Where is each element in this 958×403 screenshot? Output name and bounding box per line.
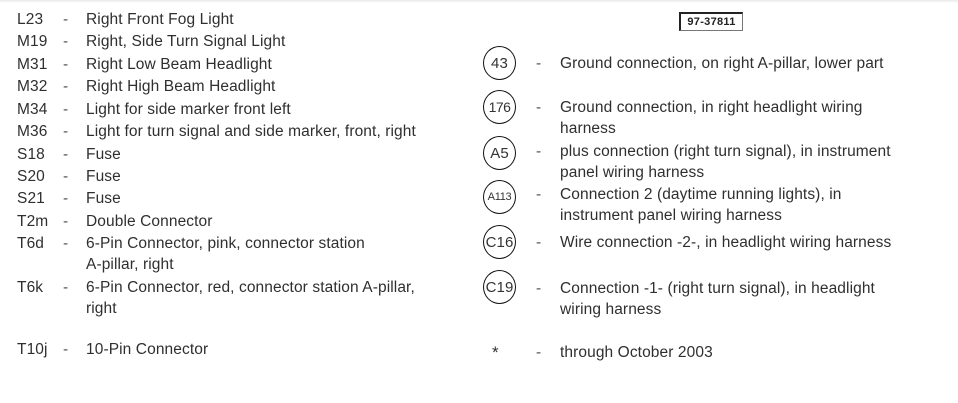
legend-dash: - bbox=[63, 168, 69, 185]
diagram-reference-number: 97-37811 bbox=[679, 12, 743, 31]
legend-dash: - bbox=[63, 78, 69, 95]
legend-desc: 6-Pin Connector, red, connector station … bbox=[86, 279, 415, 296]
legend-code: S21 bbox=[17, 190, 45, 207]
legend-dash: - bbox=[63, 235, 69, 252]
legend-dash: - bbox=[536, 55, 542, 72]
legend-code: M19 bbox=[17, 33, 48, 50]
legend-dash: - bbox=[63, 341, 69, 358]
cropped-top-edge bbox=[0, 0, 958, 3]
legend-desc: Connection 2 (daytime running lights), i… bbox=[560, 186, 842, 203]
legend-dash: - bbox=[536, 186, 542, 203]
legend-code: L23 bbox=[17, 11, 44, 28]
legend-desc-continued: instrument panel wiring harness bbox=[560, 207, 782, 224]
legend-dash: - bbox=[63, 11, 69, 28]
legend-desc-continued: A-pillar, right bbox=[86, 256, 174, 273]
legend-dash: - bbox=[63, 190, 69, 207]
legend-desc: Double Connector bbox=[86, 213, 213, 230]
legend-desc: Right, Side Turn Signal Light bbox=[86, 33, 286, 50]
legend-desc: 10-Pin Connector bbox=[86, 341, 209, 358]
legend-dash: - bbox=[536, 280, 542, 297]
legend-desc-continued: right bbox=[86, 300, 117, 317]
circle-code: C19 bbox=[485, 278, 514, 296]
legend-desc: Fuse bbox=[86, 146, 121, 163]
legend-code: S18 bbox=[17, 146, 45, 163]
legend-code: T6d bbox=[17, 235, 45, 252]
legend-dash: - bbox=[63, 33, 69, 50]
legend-code: M36 bbox=[17, 123, 48, 140]
footnote-desc: through October 2003 bbox=[560, 344, 713, 361]
legend-dash: - bbox=[536, 99, 542, 116]
legend-code: M32 bbox=[17, 78, 48, 95]
legend-code: T10j bbox=[17, 341, 48, 358]
legend-dash: - bbox=[63, 123, 69, 140]
legend-code: T2m bbox=[17, 213, 49, 230]
legend-desc: Right Front Fog Light bbox=[86, 11, 234, 28]
legend-code: S20 bbox=[17, 168, 45, 185]
legend-code: M31 bbox=[17, 56, 48, 73]
legend-desc: Right High Beam Headlight bbox=[86, 78, 276, 95]
circle-code: 176 bbox=[488, 99, 511, 115]
ground-connection-circle-icon: 176 bbox=[483, 90, 516, 124]
legend-dash: - bbox=[63, 279, 69, 296]
legend-desc: Light for side marker front left bbox=[86, 101, 291, 118]
legend-dash: - bbox=[536, 234, 542, 251]
legend-dash: - bbox=[63, 56, 69, 73]
legend-desc: Wire connection -2-, in headlight wiring… bbox=[560, 234, 892, 251]
legend-code: M34 bbox=[17, 101, 48, 118]
legend-desc: Light for turn signal and side marker, f… bbox=[86, 123, 416, 140]
legend-dash: - bbox=[536, 143, 542, 160]
legend-desc: Right Low Beam Headlight bbox=[86, 56, 272, 73]
legend-desc: 6-Pin Connector, pink, connector station bbox=[86, 235, 365, 252]
circle-code: C16 bbox=[485, 233, 514, 251]
legend-dash: - bbox=[536, 344, 542, 361]
legend-desc: Connection -1- (right turn signal), in h… bbox=[560, 280, 875, 297]
wire-connection-circle-icon: C19 bbox=[483, 270, 516, 304]
legend-desc: Fuse bbox=[86, 168, 121, 185]
legend-desc-continued: panel wiring harness bbox=[560, 164, 705, 181]
legend-dash: - bbox=[63, 101, 69, 118]
wire-connection-circle-icon: C16 bbox=[483, 225, 516, 259]
circle-code: 43 bbox=[491, 54, 508, 72]
legend-code: T6k bbox=[17, 279, 44, 296]
legend-dash: - bbox=[63, 146, 69, 163]
connection-circle-icon: A113 bbox=[483, 180, 516, 214]
legend-desc: Ground connection, in right headlight wi… bbox=[560, 99, 863, 116]
asterisk-icon: * bbox=[492, 343, 499, 362]
legend-desc-continued: wiring harness bbox=[560, 301, 662, 318]
plus-connection-circle-icon: A5 bbox=[483, 136, 516, 170]
circle-code: A5 bbox=[490, 144, 509, 162]
circle-code: A113 bbox=[487, 191, 512, 203]
legend-desc: Fuse bbox=[86, 190, 121, 207]
legend-desc: Ground connection, on right A-pillar, lo… bbox=[560, 55, 884, 72]
legend-desc: plus connection (right turn signal), in … bbox=[560, 143, 891, 160]
legend-dash: - bbox=[63, 213, 69, 230]
ground-connection-circle-icon: 43 bbox=[483, 46, 516, 80]
legend-desc-continued: harness bbox=[560, 120, 616, 137]
